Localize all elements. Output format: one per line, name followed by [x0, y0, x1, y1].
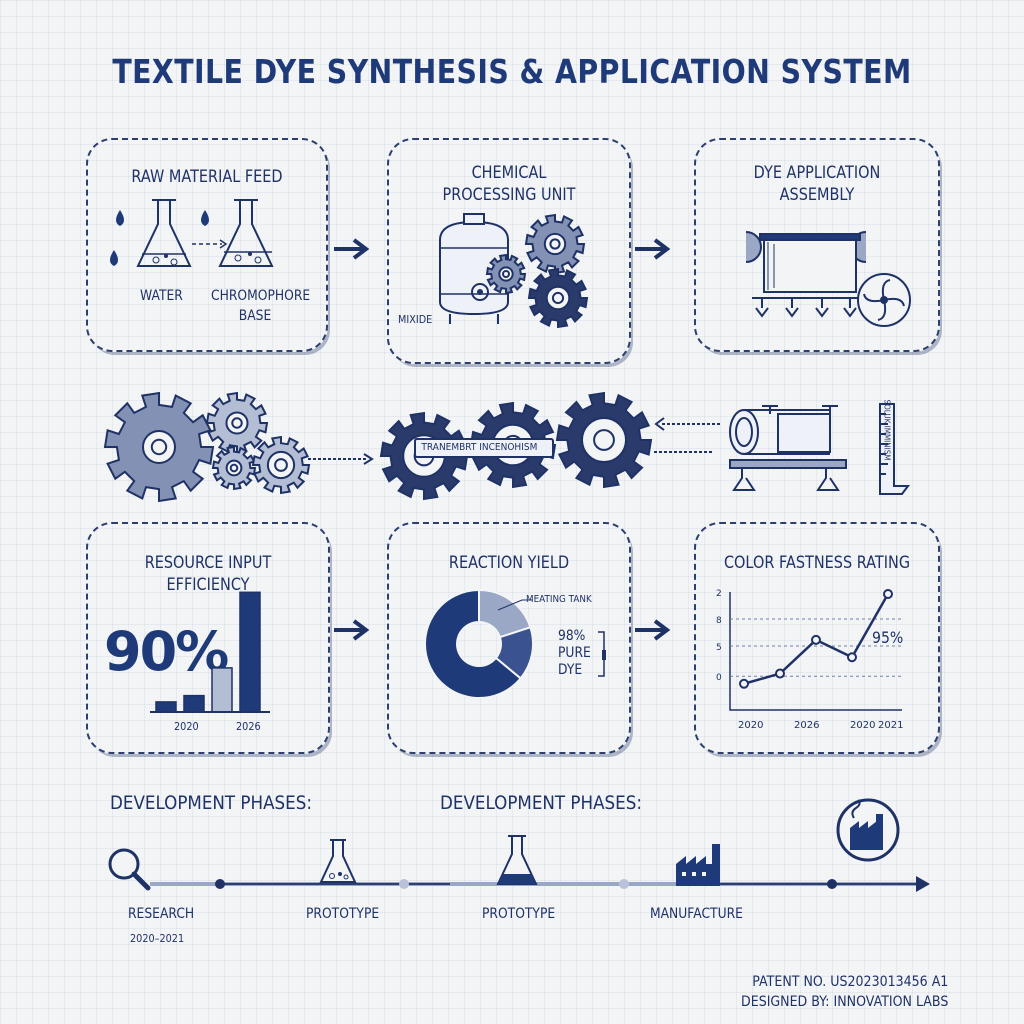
x-tick-label: 2026	[794, 720, 819, 731]
bracket-icon	[598, 631, 606, 677]
panel-title: CHEMICAL PROCESSING UNIT	[442, 163, 576, 205]
x-tick-label: 2021	[878, 720, 903, 731]
raw-material-illustration	[110, 199, 274, 267]
resource-bar-chart	[150, 591, 270, 713]
dashed-arrow-icon	[308, 453, 374, 465]
panel-dye-application-assembly: DYE APPLICATION ASSEMBLY	[694, 138, 940, 352]
y-tick-label: 2	[716, 589, 722, 599]
reactor-illustration	[439, 213, 509, 324]
flask-icon	[496, 835, 538, 885]
phase-label: MANUFACTURE	[650, 906, 743, 922]
dye-application-illustration	[745, 231, 911, 327]
donut-slice	[424, 588, 523, 699]
x-tick-label: 2020	[850, 720, 875, 731]
factory-badge-icon	[836, 798, 900, 862]
y-tick-label: 5	[716, 643, 722, 653]
panel-reaction-yield: REACTION YIELD	[387, 522, 631, 754]
yield-value-line: DYE	[558, 662, 583, 678]
arrow-icon	[334, 238, 370, 260]
resource-year-label: 2020	[174, 720, 199, 733]
panel-title: DYE APPLICATION ASSEMBLY	[753, 163, 881, 205]
gear-icon	[103, 391, 215, 503]
patent-number: PATENT NO. US2023013456 A1	[751, 974, 948, 990]
phases-heading: DEVELOPMENT PHASES:	[440, 792, 642, 814]
callout-line	[497, 599, 532, 611]
phases-heading: DEVELOPMENT PHASES:	[110, 792, 312, 814]
bar	[211, 667, 233, 713]
flask-icon	[319, 839, 357, 883]
gear-icon	[527, 267, 589, 329]
dashed-arrow-icon	[654, 417, 722, 453]
yield-callout: MEATING TANK	[526, 594, 592, 605]
bar	[183, 694, 205, 713]
gear-icon	[205, 391, 269, 455]
bar	[239, 591, 261, 713]
mechanism-label: TRANEMBRT INCENOHISM	[421, 442, 538, 453]
arrow-icon	[334, 619, 370, 641]
mechanism-label-band: TRANEMBRT INCENOHISM	[414, 438, 554, 458]
yield-value-line: 98%	[558, 628, 586, 644]
y-tick-label: 8	[716, 616, 722, 626]
panel-chemical-processing-unit: CHEMICAL PROCESSING UNIT	[387, 138, 631, 364]
footer: PATENT NO. US2023013456 A1 DESIGNED BY: …	[741, 972, 948, 1012]
gear-icon	[555, 391, 653, 489]
phase-label: RESEARCH	[128, 906, 195, 922]
resource-year-label: 2026	[236, 720, 261, 733]
chromophore-label: CHROMOPHORE BASE	[211, 286, 310, 326]
panel-title: RESOURCE INPUT EFFICIENCY	[144, 553, 272, 595]
yield-value-line: PURE	[558, 645, 591, 661]
line-axes	[729, 592, 902, 711]
gear-icon	[485, 253, 527, 295]
factory-icon	[676, 844, 720, 886]
phase-label: PROTOTYPE	[306, 906, 380, 922]
mixide-label: MIXIDE	[398, 313, 433, 326]
designer-credit: DESIGNED BY: INNOVATION LABS	[740, 994, 948, 1010]
resource-value: 90%	[104, 620, 229, 683]
panel-resource-input-efficiency: RESOURCE INPUT EFFICIENCY	[86, 522, 330, 754]
gauge-label: SOLUK IMMINISM	[882, 399, 892, 461]
data-point	[847, 652, 857, 663]
chromophore-flask-icon	[218, 199, 274, 267]
roller-machine-illustration	[729, 405, 847, 491]
data-point	[775, 668, 785, 679]
water-flask-icon	[136, 199, 192, 267]
page-title: TEXTILE DYE SYNTHESIS & APPLICATION SYST…	[112, 52, 912, 91]
bar	[155, 701, 177, 713]
gear-icon	[524, 213, 586, 275]
phase-label: PROTOTYPE	[482, 906, 556, 922]
x-tick-label: 2020	[738, 720, 763, 731]
arrow-icon	[635, 238, 671, 260]
y-tick-label: 0	[716, 673, 722, 683]
panel-raw-material-feed: RAW MATERIAL FEED	[86, 138, 328, 352]
data-point	[883, 589, 893, 599]
yield-value: 98% PURE DYE	[558, 628, 595, 679]
data-point	[739, 678, 749, 689]
water-label: WATER	[140, 288, 183, 304]
data-point	[811, 634, 821, 645]
gear-icon	[211, 445, 257, 491]
arrow-icon	[635, 619, 671, 641]
gear-icon	[251, 435, 311, 495]
fastness-value: 95%	[872, 628, 904, 647]
panel-color-fastness-rating: COLOR FASTNESS RATING	[694, 522, 940, 754]
panel-title: COLOR FASTNESS RATING	[723, 553, 911, 573]
chromophore-label-text: CHROMOPHORE BASE	[211, 288, 311, 324]
fan-icon	[857, 273, 911, 327]
reaction-yield-donut-chart	[424, 588, 534, 699]
gauge-ruler-icon	[879, 403, 910, 495]
panel-title: REACTION YIELD	[448, 553, 570, 573]
panel-title: RAW MATERIAL FEED	[131, 167, 283, 187]
phase-sub-label: 2020–2021	[130, 932, 185, 945]
magnifier-icon	[108, 848, 151, 891]
